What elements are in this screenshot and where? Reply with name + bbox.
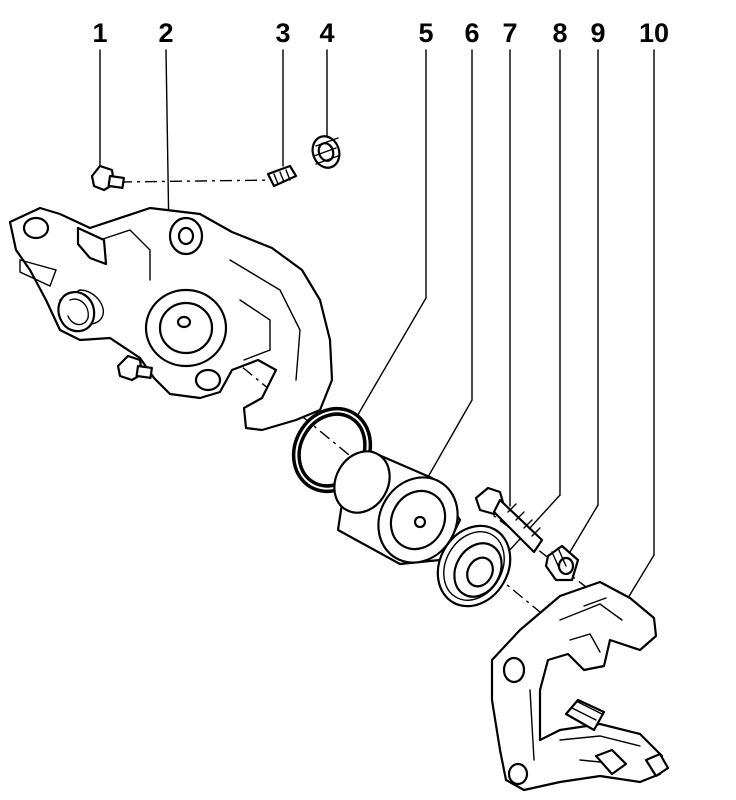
lower-bolt: [116, 354, 153, 382]
leader-5b: [355, 297, 427, 419]
callout-1: 1: [92, 18, 107, 48]
dust-boot: [436, 524, 512, 608]
callout-4: 4: [319, 18, 334, 48]
dust-cap: [311, 135, 341, 169]
callout-10: 10: [639, 18, 669, 48]
guide-pin-bolt: [474, 486, 544, 554]
caliper-housing: [8, 206, 334, 432]
axis-bolt-line: [119, 179, 277, 183]
bleed-screw: [266, 164, 298, 188]
leader-lines: [99, 49, 655, 599]
leader-10b: [627, 554, 655, 599]
callout-numbers: 1 2 3 4 5 6 7 8 9 10: [92, 18, 669, 48]
leader-6b: [423, 399, 473, 485]
callout-6: 6: [464, 18, 479, 48]
upper-bolt: [90, 164, 125, 192]
callout-9: 9: [590, 18, 605, 48]
callout-5: 5: [418, 18, 433, 48]
piston: [333, 450, 462, 566]
callout-7: 7: [502, 18, 517, 48]
caliper-carrier: [490, 580, 670, 792]
leader-8b: [507, 494, 561, 553]
callout-3: 3: [275, 18, 290, 48]
callout-2: 2: [158, 18, 173, 48]
leader-9b: [569, 504, 599, 553]
guide-sleeve: [544, 544, 580, 582]
callout-8: 8: [552, 18, 567, 48]
